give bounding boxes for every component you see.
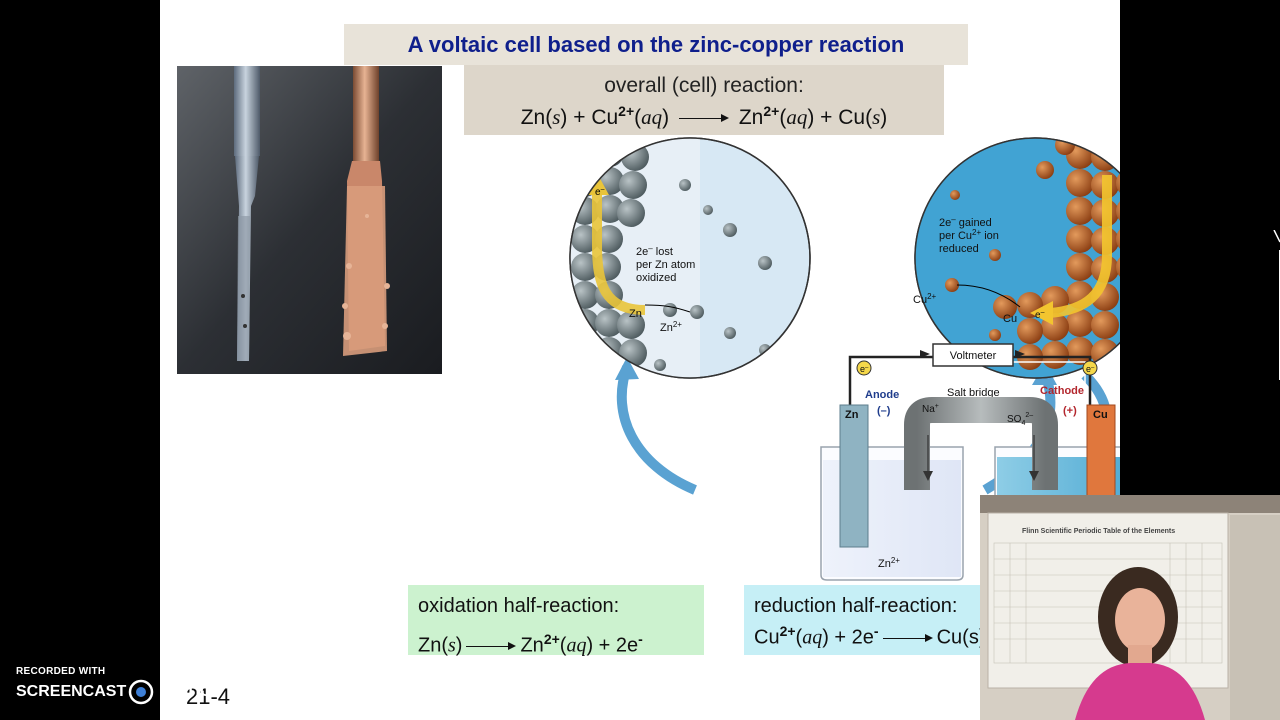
left-zoom-line1: 2e– lost bbox=[636, 244, 673, 258]
reduction-arrow-icon bbox=[882, 632, 933, 644]
voltmeter bbox=[932, 343, 1014, 367]
screencast-logo-icon bbox=[128, 679, 154, 705]
watermark-brand-suffix: MATIC bbox=[162, 683, 212, 700]
cu-atom-label: Cu bbox=[1003, 313, 1017, 325]
slide-title: A voltaic cell based on the zinc-copper … bbox=[407, 32, 905, 57]
overall-reaction-equation: Zn(s) + Cu2+(aq) Zn2+(aq) + Cu(s) bbox=[520, 103, 888, 129]
na-ion-label: Na+ bbox=[922, 403, 939, 415]
overall-reaction-label: overall (cell) reaction: bbox=[604, 74, 804, 97]
title-banner: A voltaic cell based on the zinc-copper … bbox=[344, 24, 968, 65]
svg-text:e–: e– bbox=[860, 364, 869, 374]
right-zoom-line2: per Cu2+ ion bbox=[939, 228, 999, 242]
reduction-box: reduction half-reaction: Cu2+(aq) + 2e-C… bbox=[744, 585, 984, 655]
right-zoom-line1: 2e– gained bbox=[939, 215, 992, 229]
zinc-rod bbox=[234, 66, 260, 156]
copper-rod bbox=[353, 66, 379, 161]
svg-text:e–: e– bbox=[595, 186, 605, 198]
voltmeter-label: Voltmeter bbox=[950, 350, 997, 362]
oxidation-arrow-icon bbox=[466, 640, 517, 652]
cathode-sign: (+) bbox=[1063, 405, 1077, 417]
zn-ion-label: Zn2+ bbox=[660, 320, 682, 334]
right-zoom-line3: reduced bbox=[939, 243, 979, 255]
anode-label: Anode bbox=[865, 389, 899, 401]
oxidation-equation: Zn(s)Zn2+(aq) + 2e- bbox=[418, 631, 643, 657]
oxidation-label: oxidation half-reaction: bbox=[418, 595, 620, 617]
watermark-recorded: RECORDED WITH bbox=[16, 666, 106, 677]
cathode-label: Cathode bbox=[1040, 385, 1084, 397]
reduction-label: reduction half-reaction: bbox=[754, 595, 958, 617]
poster-title: Flinn Scientific Periodic Table of the E… bbox=[1022, 528, 1175, 535]
svg-text:e–: e– bbox=[1086, 364, 1095, 374]
cu-ion-label: Cu2+ bbox=[913, 292, 937, 306]
presenter-shirt bbox=[1075, 663, 1205, 720]
screen-edge-artifact bbox=[1273, 230, 1280, 380]
presenter-face bbox=[1115, 588, 1165, 652]
overall-reaction-box: overall (cell) reaction: Zn(s) + Cu2+(aq… bbox=[464, 65, 944, 135]
voltaic-cell-diagram: e– 2e– lost per Zn atom oxidized Zn Zn2+ bbox=[569, 137, 1120, 581]
cu-electrode-label: Cu bbox=[1093, 409, 1108, 421]
zn-atom-label: Zn bbox=[629, 308, 642, 320]
zn-electrode-label: Zn bbox=[845, 409, 859, 421]
reaction-arrow-icon bbox=[678, 112, 729, 124]
svg-text:e–: e– bbox=[1035, 309, 1045, 321]
left-zoom-arrow bbox=[616, 365, 697, 495]
zinc-electrode bbox=[839, 404, 869, 548]
anode-zoom-circle: e– 2e– lost per Zn atom oxidized Zn Zn2+ bbox=[569, 137, 811, 379]
electron-badge-right bbox=[1082, 360, 1098, 376]
electron-badge-left bbox=[856, 360, 872, 376]
slide: A voltaic cell based on the zinc-copper … bbox=[160, 0, 1120, 720]
left-zoom-line2: per Zn atom bbox=[636, 259, 695, 271]
watermark-brand: SCREENCAST bbox=[16, 683, 127, 700]
left-zoom-line3: oxidized bbox=[636, 272, 676, 284]
webcam-overlay: Flinn Scientific Periodic Table of the E… bbox=[980, 495, 1280, 720]
oxidation-box: oxidation half-reaction: Zn(s)Zn2+(aq) +… bbox=[408, 585, 704, 657]
slide-number: 21-4 bbox=[186, 684, 231, 709]
so4-ion-label: SO42– bbox=[1007, 412, 1033, 427]
salt-bridge-label: Salt bridge bbox=[947, 387, 1000, 399]
salt-bridge bbox=[904, 397, 1058, 490]
anode-sign: (–) bbox=[877, 405, 891, 417]
zn-solution-label: Zn2+ bbox=[878, 556, 900, 570]
reduction-equation: Cu2+(aq) + 2e-Cu(s) bbox=[754, 623, 984, 649]
electrode-photo bbox=[177, 66, 442, 374]
